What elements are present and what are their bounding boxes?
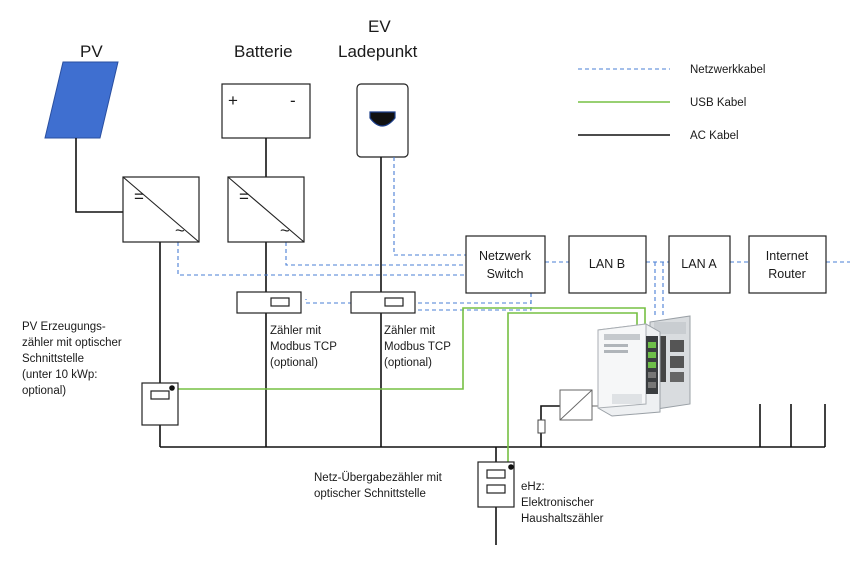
lan-a-label: LAN A bbox=[681, 257, 717, 271]
lan-b-label: LAN B bbox=[589, 257, 625, 271]
modbus-meter-ev: Zähler mit Modbus TCP (optional) bbox=[350, 291, 451, 369]
ehz-label: eHz: Elektronischer Haushaltszähler bbox=[521, 481, 604, 525]
router-label-line2: Router bbox=[768, 267, 806, 281]
grid-meter-line1: Netz-Übergabezähler mit bbox=[314, 472, 443, 484]
modbus-meter-battery: Zähler mit Modbus TCP (optional) bbox=[236, 291, 337, 369]
ehz-line3: Haushaltszähler bbox=[521, 513, 604, 525]
pv-meter-line1: PV Erzeugungs- bbox=[22, 321, 106, 333]
switch-label-line2: Switch bbox=[487, 267, 524, 281]
battery-minus: - bbox=[290, 91, 296, 110]
legend-usb-label: USB Kabel bbox=[690, 97, 746, 109]
pv-inverter-ac: ~ bbox=[175, 221, 185, 240]
modbus-meter-battery-line1: Zähler mit bbox=[270, 325, 322, 337]
modbus-meter-ev-line1: Zähler mit bbox=[384, 325, 436, 337]
pv-inverter: = ~ bbox=[122, 176, 200, 243]
ehz-line1: eHz: bbox=[521, 481, 545, 493]
lan-b-box: LAN B bbox=[568, 235, 647, 294]
pv-meter-line2: zähler mit optischer bbox=[22, 337, 122, 349]
grid-meter-line2: optischer Schnittstelle bbox=[314, 488, 426, 500]
modbus-meter-battery-line3: (optional) bbox=[270, 357, 318, 369]
pv-inverter-dc: = bbox=[134, 187, 144, 206]
modbus-meter-ev-line2: Modbus TCP bbox=[384, 341, 451, 353]
grid-meter bbox=[477, 461, 515, 508]
current-converter-icon bbox=[537, 389, 612, 434]
pv-meter-line3: Schnittstelle bbox=[22, 353, 84, 365]
pv-panel-icon bbox=[44, 61, 119, 139]
pv-meter-line4: (unter 10 kWp: bbox=[22, 369, 97, 381]
pv-production-meter bbox=[141, 382, 179, 426]
legend-network-label: Netzwerkkabel bbox=[690, 64, 765, 76]
ev-title-line1: EV bbox=[368, 17, 391, 36]
energy-manager-device-icon bbox=[597, 315, 691, 417]
network-switch: Netzwerk Switch bbox=[465, 235, 546, 294]
legend: Netzwerkkabel USB Kabel AC Kabel bbox=[578, 64, 765, 142]
batterie-title: Batterie bbox=[234, 42, 293, 61]
ehz-line2: Elektronischer bbox=[521, 497, 594, 509]
grid-meter-label: Netz-Übergabezähler mit optischer Schnit… bbox=[314, 472, 443, 500]
internet-router: Internet Router bbox=[748, 235, 827, 294]
battery-inverter: = ~ bbox=[227, 176, 305, 243]
switch-label-line1: Netzwerk bbox=[479, 249, 532, 263]
router-label-line1: Internet bbox=[766, 249, 809, 263]
network-cables bbox=[177, 157, 850, 318]
battery-inverter-ac: ~ bbox=[280, 221, 290, 240]
pv-meter-label: PV Erzeugungs- zähler mit optischer Schn… bbox=[22, 321, 122, 397]
pv-title: PV bbox=[80, 42, 103, 61]
pv-meter-line5: optional) bbox=[22, 385, 66, 397]
ev-title-line2: Ladepunkt bbox=[338, 42, 418, 61]
modbus-meter-ev-line3: (optional) bbox=[384, 357, 432, 369]
legend-ac-label: AC Kabel bbox=[690, 130, 739, 142]
lan-a-box: LAN A bbox=[668, 235, 731, 294]
modbus-meter-battery-line2: Modbus TCP bbox=[270, 341, 337, 353]
usb-cables bbox=[172, 307, 646, 470]
battery-box bbox=[221, 83, 311, 139]
ev-charger-display-icon bbox=[369, 111, 396, 127]
battery-inverter-dc: = bbox=[239, 187, 249, 206]
battery-plus: + bbox=[228, 91, 238, 110]
